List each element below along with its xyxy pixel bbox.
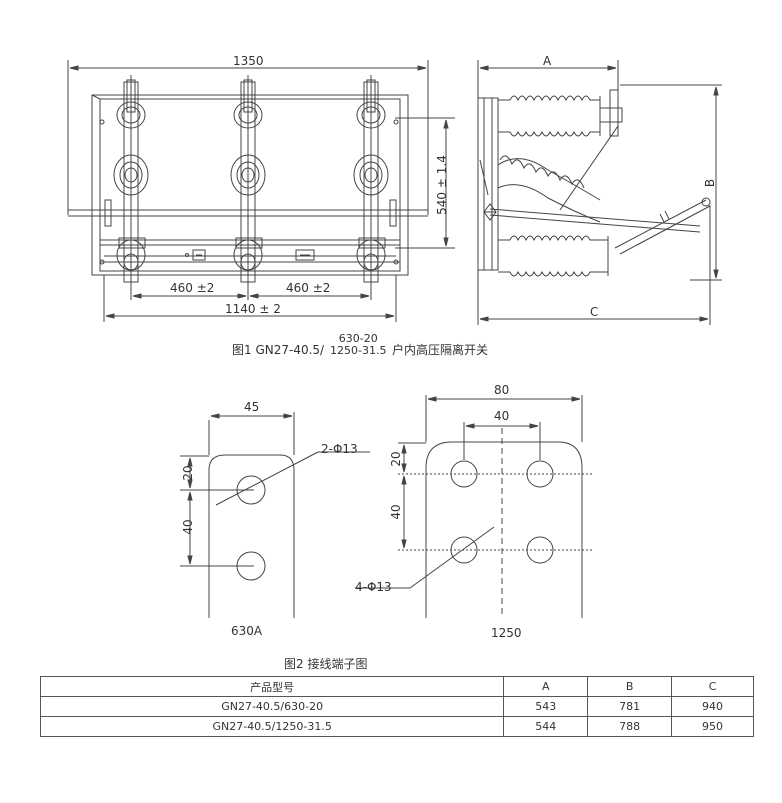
dim-1250-width-40: 40 [494,409,510,423]
dim-side-C: C [590,305,599,319]
dim-630-20: 20 [181,465,195,481]
dim-1250-40: 40 [389,504,403,520]
dim-630-width: 45 [244,400,260,414]
dim-1250-20: 20 [389,451,403,467]
table-row: GN27-40.5/630-20 543 781 940 [39,696,754,717]
terminal-label-1250: 1250 [491,626,522,640]
table-header-C: C [671,676,754,697]
terminal-630A [180,412,370,618]
table-cell-A: 544 [503,716,589,737]
side-view [477,60,722,325]
terminal-1250 [355,395,592,618]
fig1-caption-fraction: 630-20 1250-31.5 [330,333,386,357]
pole-left [113,75,149,300]
dim-line-460 [130,290,370,300]
table-cell-model: GN27-40.5/1250-31.5 [39,716,505,737]
table-header-B: B [587,676,673,697]
dim-side-A: A [543,54,552,68]
spec-table: 产品型号 A B C GN27-40.5/630-20 543 781 940 … [39,676,754,737]
dim-line-540 [395,117,455,249]
table-header-A: A [503,676,589,697]
dim-mount-width: 1140 ± 2 [225,302,281,316]
terminal-label-630A: 630A [231,624,263,638]
table-cell-model: GN27-40.5/630-20 [39,696,505,717]
table-cell-C: 950 [671,716,754,737]
fig1-caption-prefix: 图1 GN27-40.5/ [232,343,325,357]
fig1-caption-suffix: 户内高压隔离开关 [392,343,489,357]
fig1-caption-frac-bottom: 1250-31.5 [330,344,387,357]
hole-label-630: 2-Φ13 [321,442,358,456]
table-cell-B: 781 [587,696,673,717]
dim-1250-width-80: 80 [494,383,510,397]
hole-label-1250: 4-Φ13 [355,580,392,594]
dim-overall-width: 1350 [233,54,264,68]
fig2-caption: 图2 接线端子图 [284,657,368,671]
dim-side-B: B [703,178,717,188]
dim-line-1350 [67,60,429,215]
pole-right [353,75,389,300]
fig1-caption-frac-top: 630-20 [338,332,378,345]
table-header-row: 产品型号 A B C [39,676,754,697]
table-cell-C: 940 [671,696,754,717]
table-header-model: 产品型号 [39,676,505,697]
table-row: GN27-40.5/1250-31.5 544 788 950 [39,716,754,737]
table-cell-B: 788 [587,716,673,737]
dim-630-40: 40 [181,519,195,535]
table-cell-A: 543 [503,696,589,717]
dim-height: 540 ± 1.4 [435,155,449,215]
dim-line-1140 [103,275,397,322]
dim-pitch-left: 460 ±2 [170,281,215,295]
pole-middle [230,75,266,300]
dim-pitch-right: 460 ±2 [286,281,331,295]
